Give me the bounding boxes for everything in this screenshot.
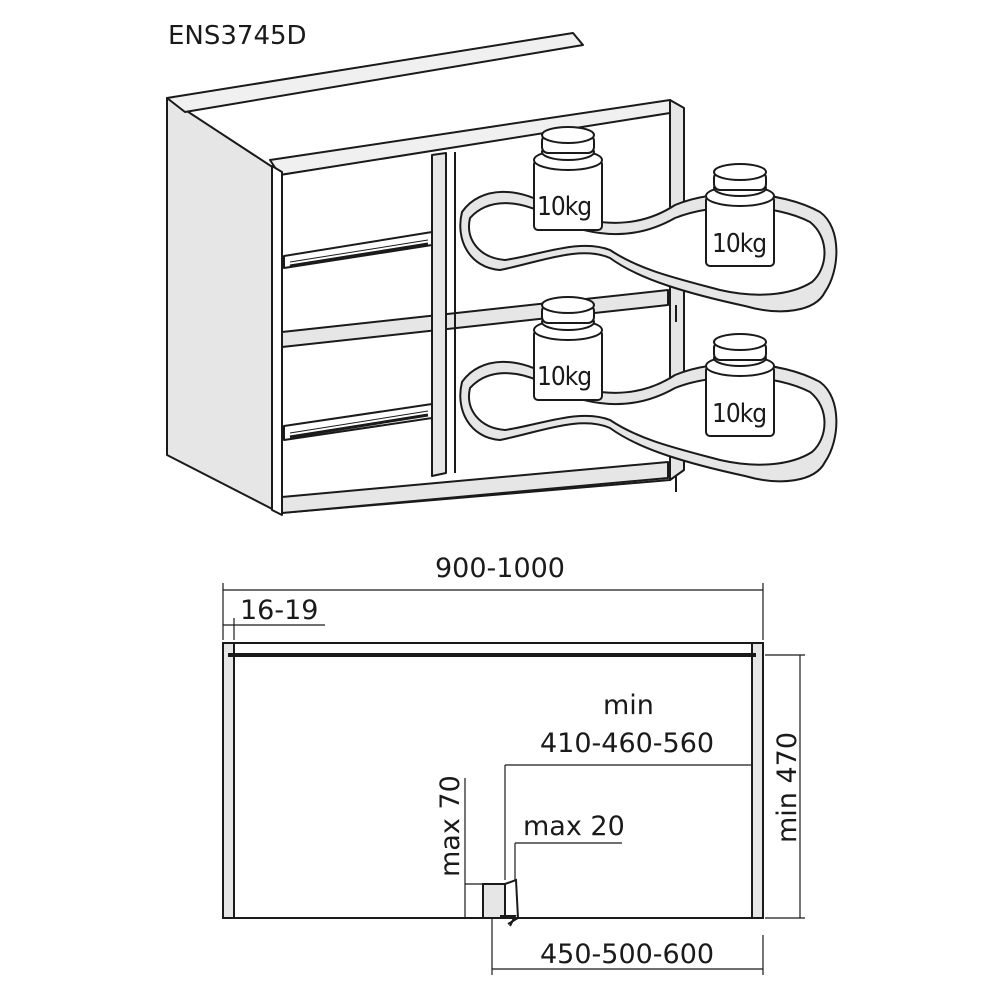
weight-upper-left: 10kg — [533, 126, 603, 231]
plan-mount-block — [482, 883, 506, 919]
dim-panel: 16-19 — [240, 595, 318, 626]
dimension-lines — [222, 583, 805, 975]
cabinet-bottom — [281, 461, 669, 514]
dim-min-label: min — [603, 690, 654, 721]
weight-label: 10kg — [712, 229, 766, 259]
weights: 10kg 10kg 10kg 10kg — [533, 126, 775, 437]
dim-max-offset: max 20 — [523, 811, 625, 842]
dim-min-opening: 410-460-560 — [540, 728, 714, 759]
cabinet-front-strip — [271, 165, 283, 516]
plan-left-panel — [222, 642, 235, 919]
dim-width: 900-1000 — [435, 553, 565, 584]
cabinet-divider — [431, 152, 447, 477]
weight-label: 10kg — [712, 399, 766, 429]
cabinet-top-back-rail — [166, 32, 584, 113]
plan-cabinet-outline — [222, 642, 764, 919]
weight-lower-right: 10kg — [705, 333, 775, 437]
weight-label: 10kg — [537, 192, 591, 222]
plan-right-panel — [751, 642, 764, 919]
cabinet-left-panel — [166, 97, 281, 514]
dim-min-depth: min 470 — [772, 732, 803, 843]
weight-lower-left: 10kg — [533, 296, 603, 401]
dim-max-height: max 70 — [435, 775, 466, 877]
cabinet-illustration — [166, 32, 685, 516]
plan-view — [222, 642, 764, 927]
weight-upper-right: 10kg — [705, 163, 775, 267]
dim-bottom-range: 450-500-600 — [540, 939, 714, 970]
upper-runner-rail — [283, 231, 433, 269]
model-code: ENS3745D — [168, 21, 307, 51]
weight-label: 10kg — [537, 362, 591, 392]
